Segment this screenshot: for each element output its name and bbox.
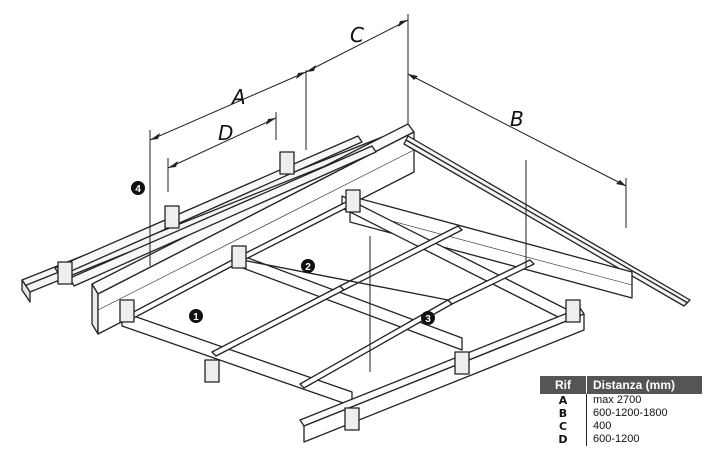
wall-angle-right: [403, 135, 691, 307]
marker-3-label: 3: [425, 314, 431, 325]
distance-legend-table: Rif Distanza (mm) A max 2700 B 600-1200-…: [540, 376, 702, 446]
cross-tees: [121, 199, 535, 389]
front-rail: [299, 307, 585, 443]
dimension-label-b: B: [510, 107, 524, 131]
dimension-label-c: C: [350, 23, 364, 47]
marker-2-label: 2: [305, 262, 311, 273]
legend-value: 600-1200-1800: [586, 407, 702, 420]
dimension-line-b: [407, 73, 627, 187]
legend-header-row: Rif Distanza (mm): [540, 376, 702, 394]
dimension-line-d: [167, 117, 277, 169]
legend-value: 400: [586, 420, 702, 433]
dimension-line-a: [149, 71, 307, 141]
legend-ref: B: [558, 407, 568, 420]
clips: [57, 151, 581, 431]
legend-row: D 600-1200: [540, 433, 702, 446]
hanger-rods: [149, 14, 627, 372]
legend-ref: D: [558, 433, 568, 446]
main-channel-right: [349, 195, 633, 299]
marker-4-label: 4: [135, 184, 141, 195]
legend-header-ref: Rif: [540, 376, 587, 394]
marker-4: 4: [131, 181, 145, 195]
legend-header-distance: Distanza (mm): [586, 376, 702, 394]
legend-row: A max 2700: [540, 394, 702, 407]
dimension-line-c: [305, 19, 409, 73]
legend-ref: C: [558, 420, 568, 433]
marker-2: 2: [301, 259, 315, 273]
dimension-label-d: D: [218, 121, 233, 145]
dimension-label-a: A: [230, 85, 246, 109]
marker-1: 1: [189, 309, 203, 323]
legend-ref: A: [558, 394, 568, 407]
legend-row: B 600-1200-1800: [540, 407, 702, 420]
marker-3: 3: [421, 311, 435, 325]
marker-1-label: 1: [193, 312, 199, 323]
legend-value: 600-1200: [586, 433, 702, 446]
legend-row: C 400: [540, 420, 702, 433]
legend-value: max 2700: [586, 394, 702, 407]
